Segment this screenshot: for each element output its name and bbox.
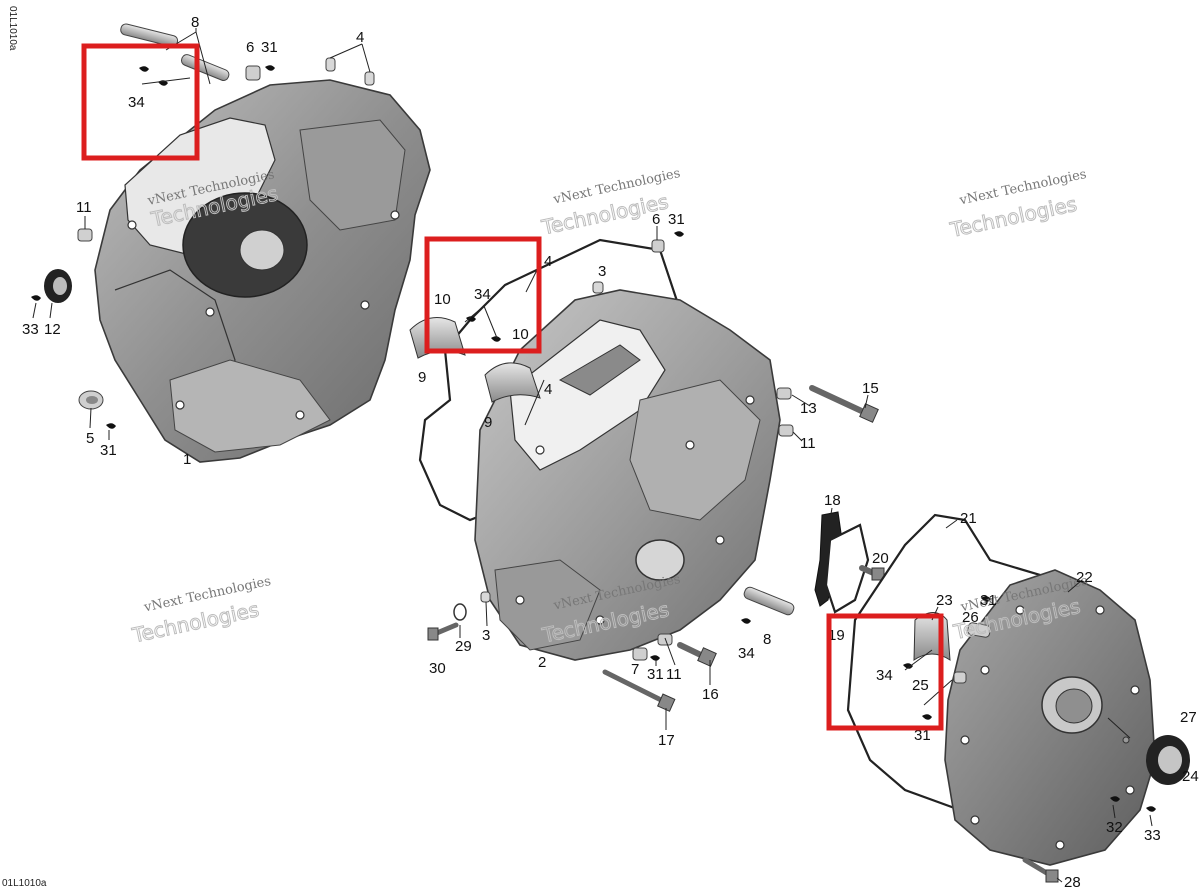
callout-13: 13 <box>800 400 817 417</box>
pin-27 <box>1122 736 1130 744</box>
callout-18: 18 <box>824 492 841 509</box>
callout-16: 16 <box>702 686 719 703</box>
callout-7: 7 <box>631 661 639 678</box>
dowel-pins-8 <box>120 23 230 81</box>
pin-13 <box>776 387 792 400</box>
callout-31-top: 31 <box>261 39 278 56</box>
pin-3-top <box>592 281 604 294</box>
highlight-box-right <box>826 613 944 731</box>
pin-4a <box>325 57 336 72</box>
diagram-code-vertical: 01L1010a <box>7 6 18 51</box>
pin-11-bottom <box>657 633 673 646</box>
callout-1: 1 <box>183 451 191 468</box>
sealant-markers <box>31 65 1156 812</box>
callout-20: 20 <box>872 550 889 567</box>
bearing-shell-9b <box>484 362 541 403</box>
callout-31-left: 31 <box>100 442 117 459</box>
callout-34-bottom-center: 34 <box>738 645 755 662</box>
pin-11-left <box>77 228 93 242</box>
crankcase-half-right <box>474 289 781 661</box>
callout-12: 12 <box>44 321 61 338</box>
callout-10-right: 10 <box>512 326 529 343</box>
bolt-20 <box>859 565 885 581</box>
engine-cover-22 <box>944 569 1156 866</box>
highlight-box-center <box>424 236 542 354</box>
callout-19: 19 <box>828 627 845 644</box>
sleeve-25 <box>953 671 967 684</box>
sleeve-7 <box>632 647 648 661</box>
bolt-17 <box>602 669 676 712</box>
callout-21: 21 <box>960 510 977 527</box>
callout-3-top: 3 <box>598 263 606 280</box>
callout-24: 24 <box>1182 768 1199 785</box>
callout-15: 15 <box>862 380 879 397</box>
dowel-pin-8-right <box>743 586 795 616</box>
callout-31-bottom-center: 31 <box>647 666 664 683</box>
callout-10-left: 10 <box>434 291 451 308</box>
callout-30: 30 <box>429 660 446 677</box>
callout-4-center: 4 <box>544 381 552 398</box>
callout-31-upper-right: 31 <box>980 592 997 609</box>
callout-33-left: 33 <box>22 321 39 338</box>
callout-32: 32 <box>1106 819 1123 836</box>
crankcase-half-left <box>94 79 431 463</box>
leader-lines <box>32 28 1179 883</box>
watermark-top-center: vNext Technologies Technologies <box>538 166 681 240</box>
bearing-shell-9a <box>409 317 466 359</box>
callout-34-right: 34 <box>876 667 893 684</box>
bolt-15 <box>809 385 879 423</box>
callout-33-right: 33 <box>1144 827 1161 844</box>
sleeve-5 <box>78 390 104 410</box>
callout-6-top: 6 <box>246 39 254 56</box>
bolt-16 <box>677 642 717 667</box>
watermark-bottom-left: vNext Technologies Technologies <box>129 574 272 648</box>
callout-28: 28 <box>1064 874 1081 890</box>
oil-seal-24 <box>1146 735 1190 785</box>
callout-23: 23 <box>936 592 953 609</box>
oil-seal-12 <box>44 269 72 303</box>
callout-34-center: 34 <box>474 286 491 303</box>
callout-26: 26 <box>962 609 979 626</box>
callout-17: 17 <box>658 732 675 749</box>
callout-8-top: 8 <box>191 14 199 31</box>
callout-22: 22 <box>1076 569 1093 586</box>
callout-5: 5 <box>86 430 94 447</box>
sleeve-6 <box>245 65 261 81</box>
callout-9-right: 9 <box>484 414 492 431</box>
bolt-28 <box>1022 857 1059 883</box>
callout-34-top: 34 <box>128 94 145 111</box>
callout-27: 27 <box>1180 709 1197 726</box>
callout-6-center: 6 <box>652 211 660 228</box>
callout-3-bottom: 3 <box>482 627 490 644</box>
bolt-30 <box>427 622 459 641</box>
diagram-code-bottom: 01L1010a <box>2 878 47 889</box>
o-ring-29 <box>453 603 467 621</box>
callout-labels: 8 34 6 31 4 11 33 12 5 31 1 6 31 4 3 10 … <box>22 14 1199 890</box>
callout-11-left: 11 <box>76 199 92 216</box>
callout-4-gasket: 4 <box>544 253 552 270</box>
highlight-box-top-left <box>81 43 200 161</box>
callout-25: 25 <box>912 677 929 694</box>
dowel-26 <box>967 622 991 638</box>
callout-4-top: 4 <box>356 29 364 46</box>
callout-9-left: 9 <box>418 369 426 386</box>
pin-3-bottom <box>480 591 491 603</box>
pin-11-right <box>778 424 794 437</box>
callout-29: 29 <box>455 638 472 655</box>
sleeve-6-center <box>651 239 665 253</box>
callout-8-right: 8 <box>763 631 771 648</box>
plate-19 <box>824 523 870 614</box>
callout-11-bottom: 11 <box>666 666 682 683</box>
watermark-top-right: vNext Technologies Technologies <box>947 167 1088 243</box>
callout-31-lower-right: 31 <box>914 727 931 744</box>
callout-31-center: 31 <box>668 211 685 228</box>
pin-4b <box>364 71 375 86</box>
callout-11-right: 11 <box>800 435 816 452</box>
callout-2: 2 <box>538 654 546 671</box>
